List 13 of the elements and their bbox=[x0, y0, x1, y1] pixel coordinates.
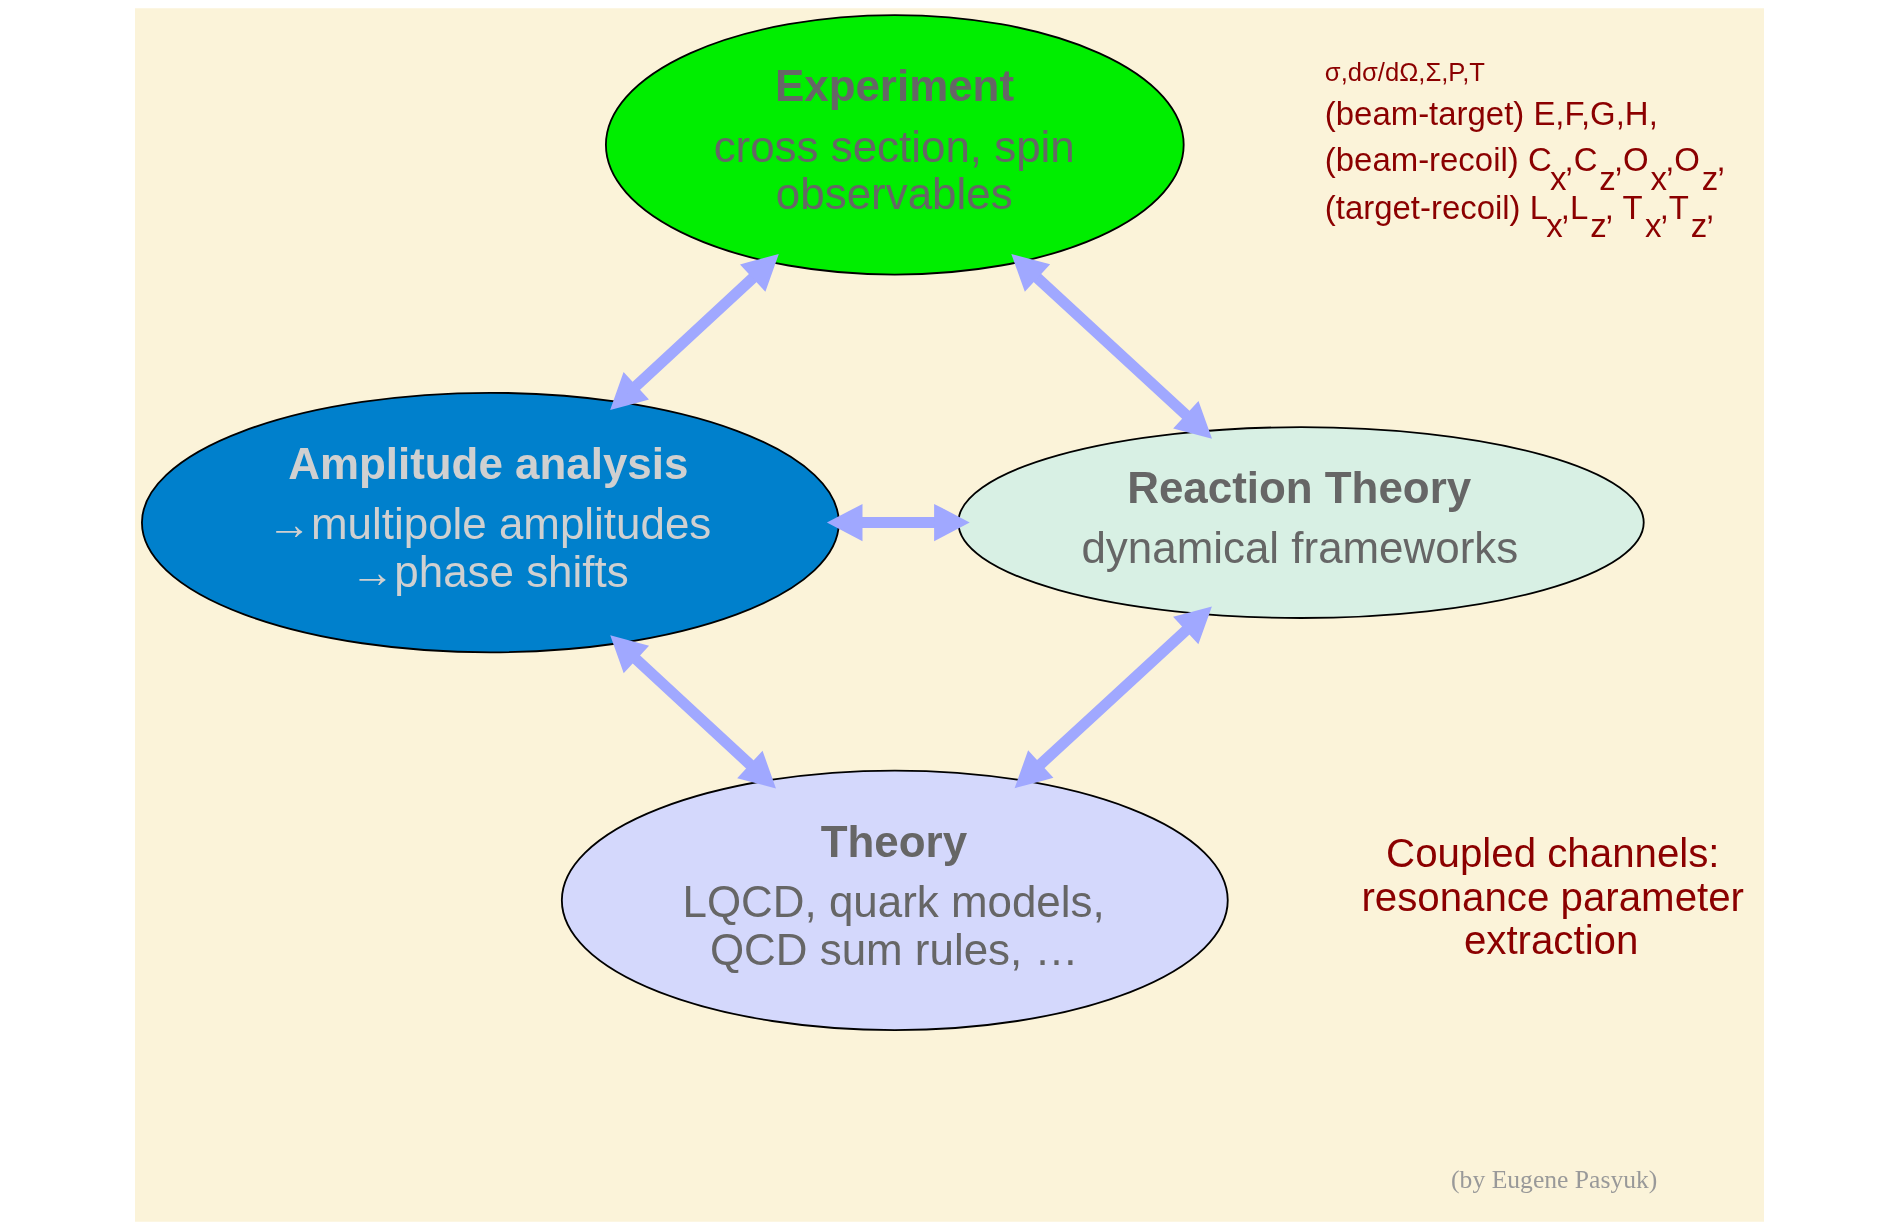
node-ellipse: Experiment cross section, spin observables bbox=[604, 14, 1185, 276]
node-ellipse: Amplitude analysis →multipole amplitudes →phase shifts bbox=[140, 391, 840, 654]
label: σ,dσ/dΩ,Σ,P,T bbox=[1324, 58, 1485, 87]
node-ellipse: Reaction Theory dynamical frameworks bbox=[956, 426, 1645, 619]
arrow bbox=[1010, 253, 1212, 439]
label: (beam-target) E,F,G,H, bbox=[1324, 95, 1658, 133]
node-ellipse: Theory LQCD, quark models, QCD sum rules, … bbox=[560, 769, 1229, 1031]
arrow bbox=[826, 503, 970, 542]
arrow bbox=[609, 635, 776, 789]
arrow bbox=[1014, 606, 1212, 789]
arrow bbox=[609, 253, 779, 410]
label: (by Eugene Pasyuk) bbox=[1450, 1165, 1657, 1195]
label: Coupled channels: resonance parameter extraction bbox=[1360, 830, 1744, 964]
